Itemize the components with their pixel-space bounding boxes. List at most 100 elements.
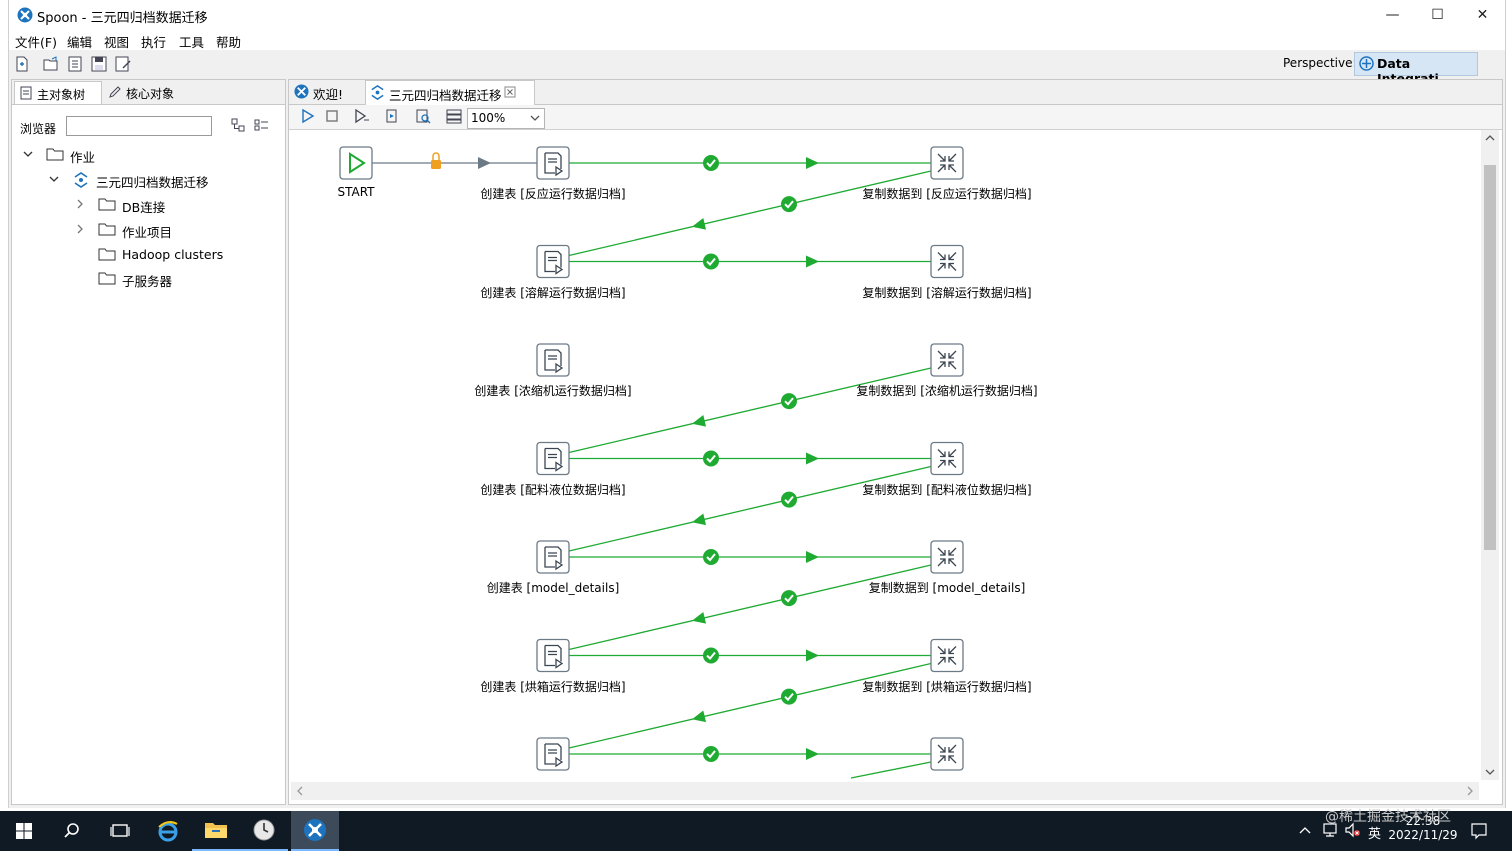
hop-lines xyxy=(339,146,964,779)
job-icon xyxy=(72,171,90,192)
create-table-label: 创建表 [配料液位数据归档] xyxy=(480,482,626,497)
scroll-right-icon[interactable] xyxy=(1465,785,1475,800)
watermark-text: @稀土掘金技术社区 xyxy=(1325,809,1451,825)
menu-view[interactable]: 视图 xyxy=(104,35,130,50)
chevron-right-icon[interactable] xyxy=(74,223,86,238)
sql-entry-icon[interactable] xyxy=(536,540,570,574)
sql-entry-icon[interactable] xyxy=(536,737,570,771)
task-view-button[interactable] xyxy=(96,811,144,851)
collapse-all-icon[interactable] xyxy=(254,118,269,136)
menu-tools[interactable]: 工具 xyxy=(179,35,205,50)
job-canvas[interactable]: 创建表 [反应运行数据归档]复制数据到 [反应运行数据归档]创建表 [溶解运行数… xyxy=(291,130,1479,782)
hop-arrow xyxy=(692,513,707,526)
menu-help[interactable]: 帮助 xyxy=(216,35,242,50)
tab-job-migration[interactable]: 三元四归档数据迁移 xyxy=(365,80,535,105)
sql-entry-icon[interactable] xyxy=(536,441,570,476)
copy-tables-entry-icon[interactable] xyxy=(930,244,964,279)
open-file-icon[interactable] xyxy=(42,55,60,73)
vertical-scroll-thumb[interactable] xyxy=(1484,165,1496,550)
expand-all-icon[interactable] xyxy=(231,118,246,136)
scroll-down-icon[interactable] xyxy=(1484,766,1496,780)
volume-muted-icon[interactable] xyxy=(1344,822,1362,841)
sql-entry-icon[interactable] xyxy=(536,638,570,673)
browser-search-input[interactable] xyxy=(66,116,212,136)
start-entry-icon[interactable] xyxy=(339,146,373,180)
maximize-button[interactable]: ☐ xyxy=(1431,7,1444,23)
minimize-button[interactable]: — xyxy=(1385,7,1400,23)
menu-edit[interactable]: 编辑 xyxy=(67,35,93,50)
close-button[interactable]: ✕ xyxy=(1476,7,1489,23)
hop-success-icon[interactable] xyxy=(703,647,719,664)
tab-label: 主对象树 xyxy=(37,88,86,102)
hop-success-icon[interactable] xyxy=(781,590,797,607)
replay-icon[interactable] xyxy=(384,108,400,127)
database-explorer-icon[interactable] xyxy=(446,108,462,127)
search-button[interactable] xyxy=(48,811,96,851)
hop-success-icon[interactable] xyxy=(781,491,797,508)
hop-success-icon[interactable] xyxy=(703,155,719,171)
browser-label: 浏览器 xyxy=(20,122,57,136)
vertical-scrollbar[interactable] xyxy=(1481,130,1499,780)
hop-arrow xyxy=(692,611,707,624)
start-button[interactable] xyxy=(0,811,48,851)
spoon-taskbar[interactable] xyxy=(291,811,339,851)
scroll-up-icon[interactable] xyxy=(1484,132,1496,146)
hop-success-icon[interactable] xyxy=(703,253,719,270)
tree-view-icon xyxy=(20,86,32,103)
notification-center-icon[interactable] xyxy=(1470,822,1488,843)
tab-main-object-tree[interactable]: 主对象树 xyxy=(14,81,102,104)
chevron-down-icon[interactable] xyxy=(48,173,60,188)
sql-entry-icon[interactable] xyxy=(536,244,570,279)
ime-indicator[interactable]: 英 xyxy=(1368,827,1382,842)
tab-welcome[interactable]: 欢迎! xyxy=(291,80,363,104)
menu-run[interactable]: 执行 xyxy=(141,35,167,50)
pencil-icon xyxy=(108,85,122,102)
scroll-left-icon[interactable] xyxy=(295,785,305,800)
close-tab-icon[interactable] xyxy=(504,86,516,101)
clock-time: 22:38 xyxy=(1405,814,1441,828)
internet-explorer-taskbar[interactable] xyxy=(144,811,192,851)
save-as-icon[interactable] xyxy=(114,55,132,73)
new-file-icon[interactable] xyxy=(13,55,31,73)
tab-core-objects[interactable]: 核心对象 xyxy=(104,81,182,103)
hop-success-icon[interactable] xyxy=(703,549,719,565)
run-options-icon[interactable] xyxy=(353,108,371,127)
explore-repository-icon[interactable] xyxy=(66,55,84,73)
hop-success-icon[interactable] xyxy=(781,393,797,410)
sql-entry-icon[interactable] xyxy=(536,146,570,180)
hop-success-icon[interactable] xyxy=(703,746,719,762)
clock-app-taskbar[interactable] xyxy=(240,811,288,851)
hop-success-icon[interactable] xyxy=(781,688,797,705)
run-icon[interactable] xyxy=(300,108,316,127)
perspective-button[interactable]: Data Integrati... xyxy=(1354,52,1478,86)
chevron-down-icon[interactable] xyxy=(22,148,34,163)
copy-tables-entry-icon[interactable] xyxy=(930,146,964,180)
copy-tables-entry-icon[interactable] xyxy=(930,638,964,673)
file-explorer-taskbar[interactable] xyxy=(192,811,240,851)
menu-file[interactable]: 文件(F) xyxy=(15,35,57,50)
network-icon[interactable] xyxy=(1321,822,1339,841)
show-hidden-icons-icon[interactable] xyxy=(1298,824,1312,839)
copy-tables-entry-icon[interactable] xyxy=(930,737,964,771)
windows-logo-icon xyxy=(16,823,32,839)
hop-copy-to-next-create xyxy=(850,761,932,779)
chevron-down-icon[interactable] xyxy=(529,112,541,127)
stop-icon[interactable] xyxy=(324,108,340,127)
hop-success-icon[interactable] xyxy=(703,450,719,467)
hop-arrow xyxy=(806,157,819,169)
zoom-select[interactable]: 100% xyxy=(467,108,545,129)
copy-tables-entry-icon[interactable] xyxy=(930,343,964,377)
copy-tables-entry-icon[interactable] xyxy=(930,540,964,574)
copy-tables-entry-icon[interactable] xyxy=(930,441,964,476)
hop-arrow xyxy=(806,452,819,465)
check-job-icon[interactable] xyxy=(415,108,431,127)
chevron-right-icon[interactable] xyxy=(74,198,86,213)
save-icon[interactable] xyxy=(90,55,108,73)
horizontal-scrollbar[interactable] xyxy=(291,782,1479,800)
hop-copy-to-next-create xyxy=(568,465,932,552)
hop-success-icon[interactable] xyxy=(781,196,797,213)
copy-data-label: 复制数据到 [model_details] xyxy=(868,581,1026,595)
system-clock[interactable]: 22:38 2022/11/29 xyxy=(1380,814,1466,842)
copy-data-label: 复制数据到 [配料液位数据归档] xyxy=(862,482,1032,497)
sql-entry-icon[interactable] xyxy=(536,343,570,377)
